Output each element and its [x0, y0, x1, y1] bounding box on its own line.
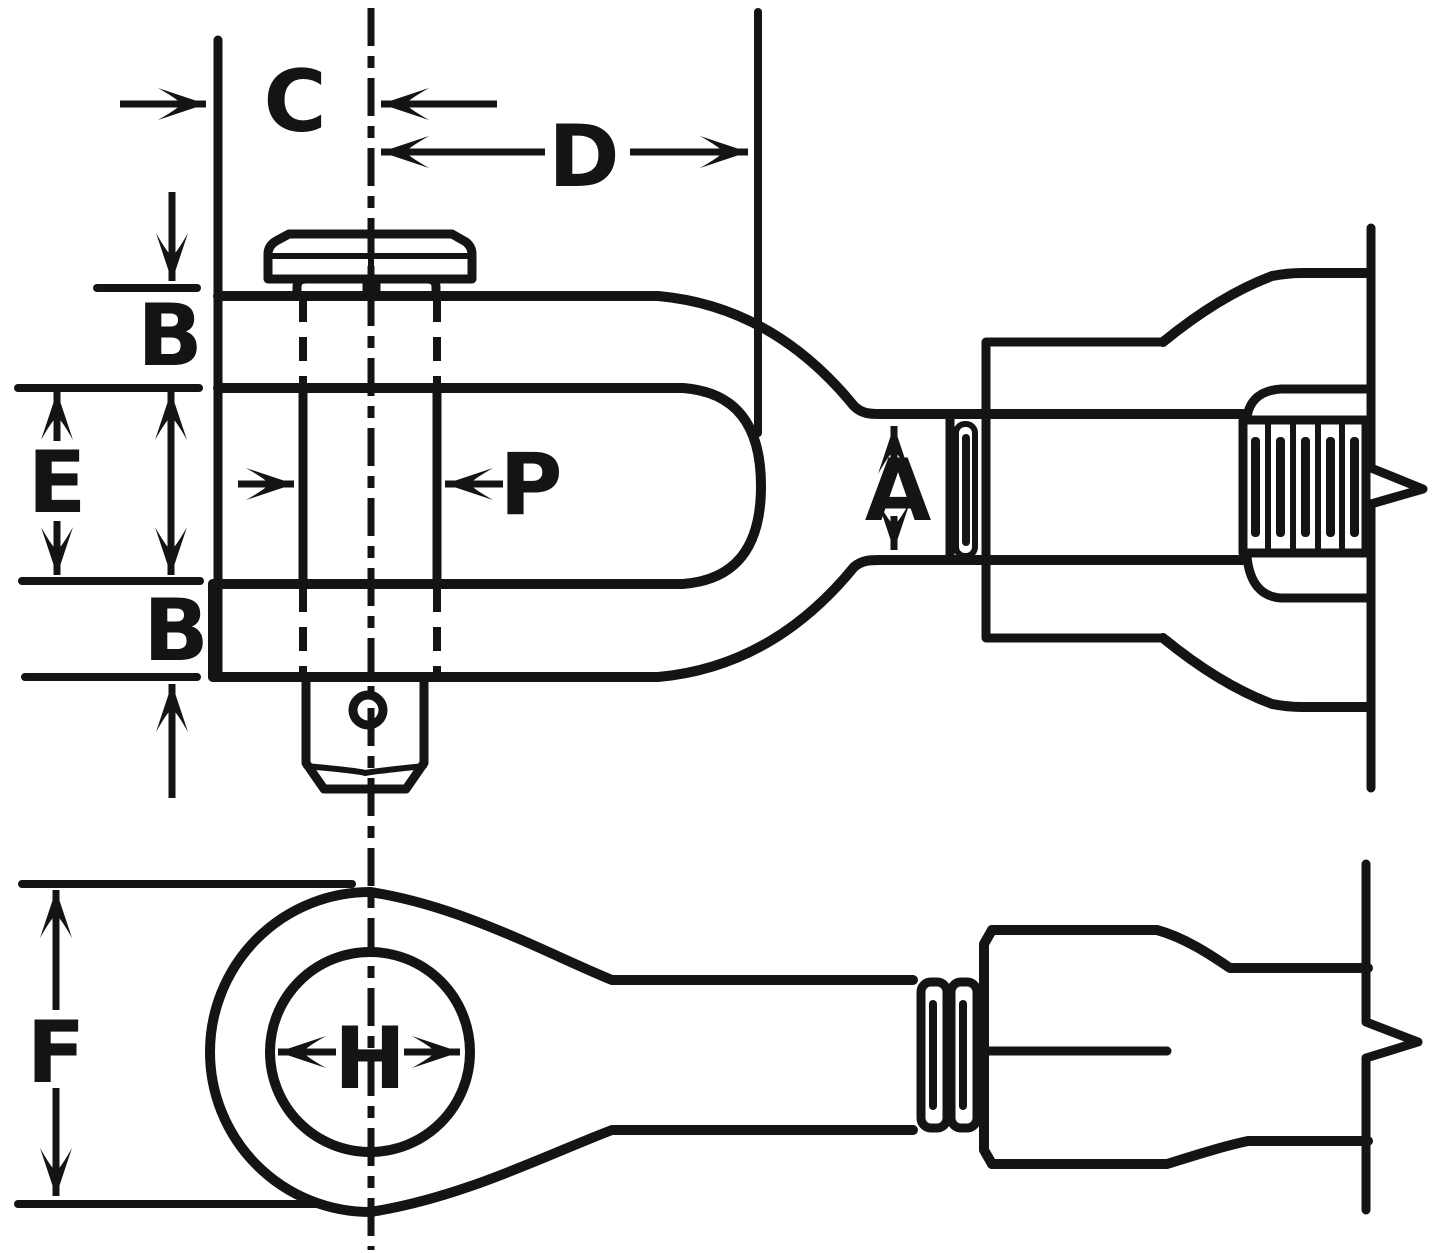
dim-label-a: A	[865, 441, 932, 541]
sleeve-bell-top	[1158, 268, 1373, 347]
fork-slot	[208, 383, 766, 589]
crimp-rib-top-view	[953, 421, 978, 559]
wire-grip-serrations	[1238, 415, 1371, 558]
dim-label-b-upper: B	[137, 286, 203, 386]
dim-label-p: P	[499, 435, 562, 535]
insulation-sleeve	[981, 268, 1373, 712]
pin-tip	[301, 674, 429, 794]
cotter-pin-hole	[348, 690, 388, 730]
fork-outline	[208, 35, 1248, 682]
dim-label-f: F	[27, 1003, 86, 1103]
pin-hidden-in-plates	[299, 298, 441, 673]
dimension-extension-lines	[14, 8, 762, 1208]
dim-label-d: D	[548, 107, 619, 207]
pin-collar	[292, 274, 441, 301]
pin-head-facet-line	[265, 231, 475, 282]
top-view-fork-terminal	[208, 8, 1428, 1250]
pin-head	[263, 229, 477, 284]
wire-break-icon-bottom	[1361, 859, 1423, 1215]
dim-label-c: C	[263, 52, 326, 152]
dimension-labels: C D B E P A B F H	[27, 52, 932, 1109]
crimp-ribs-bottom-view	[916, 977, 982, 1133]
eye-hole	[265, 947, 475, 1157]
sleeve-bore-top	[1242, 384, 1373, 422]
dim-label-b-lower: B	[143, 581, 209, 681]
dim-label-h: H	[334, 1009, 406, 1109]
pin-chamfer-line	[303, 763, 427, 776]
sleeve-barrel	[981, 337, 1168, 643]
bottom-view-eye-terminal	[205, 859, 1423, 1217]
pin-visible-in-gap	[298, 385, 442, 587]
sleeve-bell-bottom	[1158, 633, 1373, 712]
wire-break-icon	[1366, 223, 1428, 793]
clevis-pin	[263, 229, 477, 794]
sleeve-bore-bottom	[1242, 552, 1373, 603]
insulation-barrel-bottom-view	[979, 925, 1373, 1169]
dimension-arrows	[40, 88, 910, 1196]
dim-label-e: E	[28, 433, 87, 533]
eye-ring-outline	[205, 887, 918, 1217]
